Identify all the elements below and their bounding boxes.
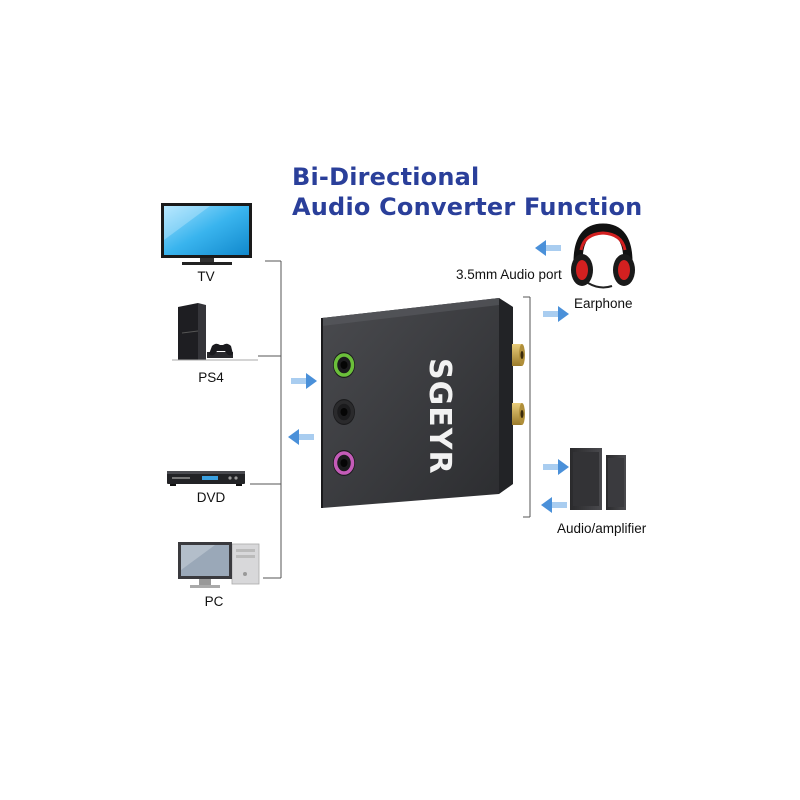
tv-icon (161, 203, 252, 265)
label-dvd: DVD (196, 490, 226, 505)
arrow-in-left (291, 373, 317, 389)
label-port: 3.5mm Audio port (456, 267, 562, 282)
brand-logo: SGEYR (422, 358, 457, 475)
label-ps4: PS4 (198, 370, 224, 385)
rca-connector-top (512, 344, 525, 366)
speaker-icon (570, 448, 626, 510)
rca-connector-bottom (512, 403, 525, 425)
game-console-icon (172, 303, 258, 361)
left-connector-lines (250, 260, 282, 579)
desktop-computer-icon (178, 542, 260, 588)
arrow-out-amplifier (543, 459, 569, 475)
title-line-2: Audio Converter Function (292, 193, 643, 221)
dvd-player-icon (167, 471, 245, 486)
headset-icon (571, 223, 635, 289)
title-line-1: Bi-Directional (292, 163, 480, 191)
label-pc: PC (204, 594, 224, 609)
port-black (333, 399, 355, 425)
arrow-out-left (288, 429, 314, 445)
label-amplifier: Audio/amplifier (557, 521, 647, 536)
label-earphone: Earphone (574, 296, 633, 311)
label-tv: TV (197, 269, 215, 284)
arrow-in-amplifier (541, 497, 567, 513)
arrow-in-earphone (535, 240, 561, 256)
converter-device (321, 298, 513, 508)
right-connector-lines (523, 296, 531, 518)
port-pink (333, 450, 355, 476)
arrow-out-earphone (543, 306, 569, 322)
port-green (333, 352, 355, 378)
